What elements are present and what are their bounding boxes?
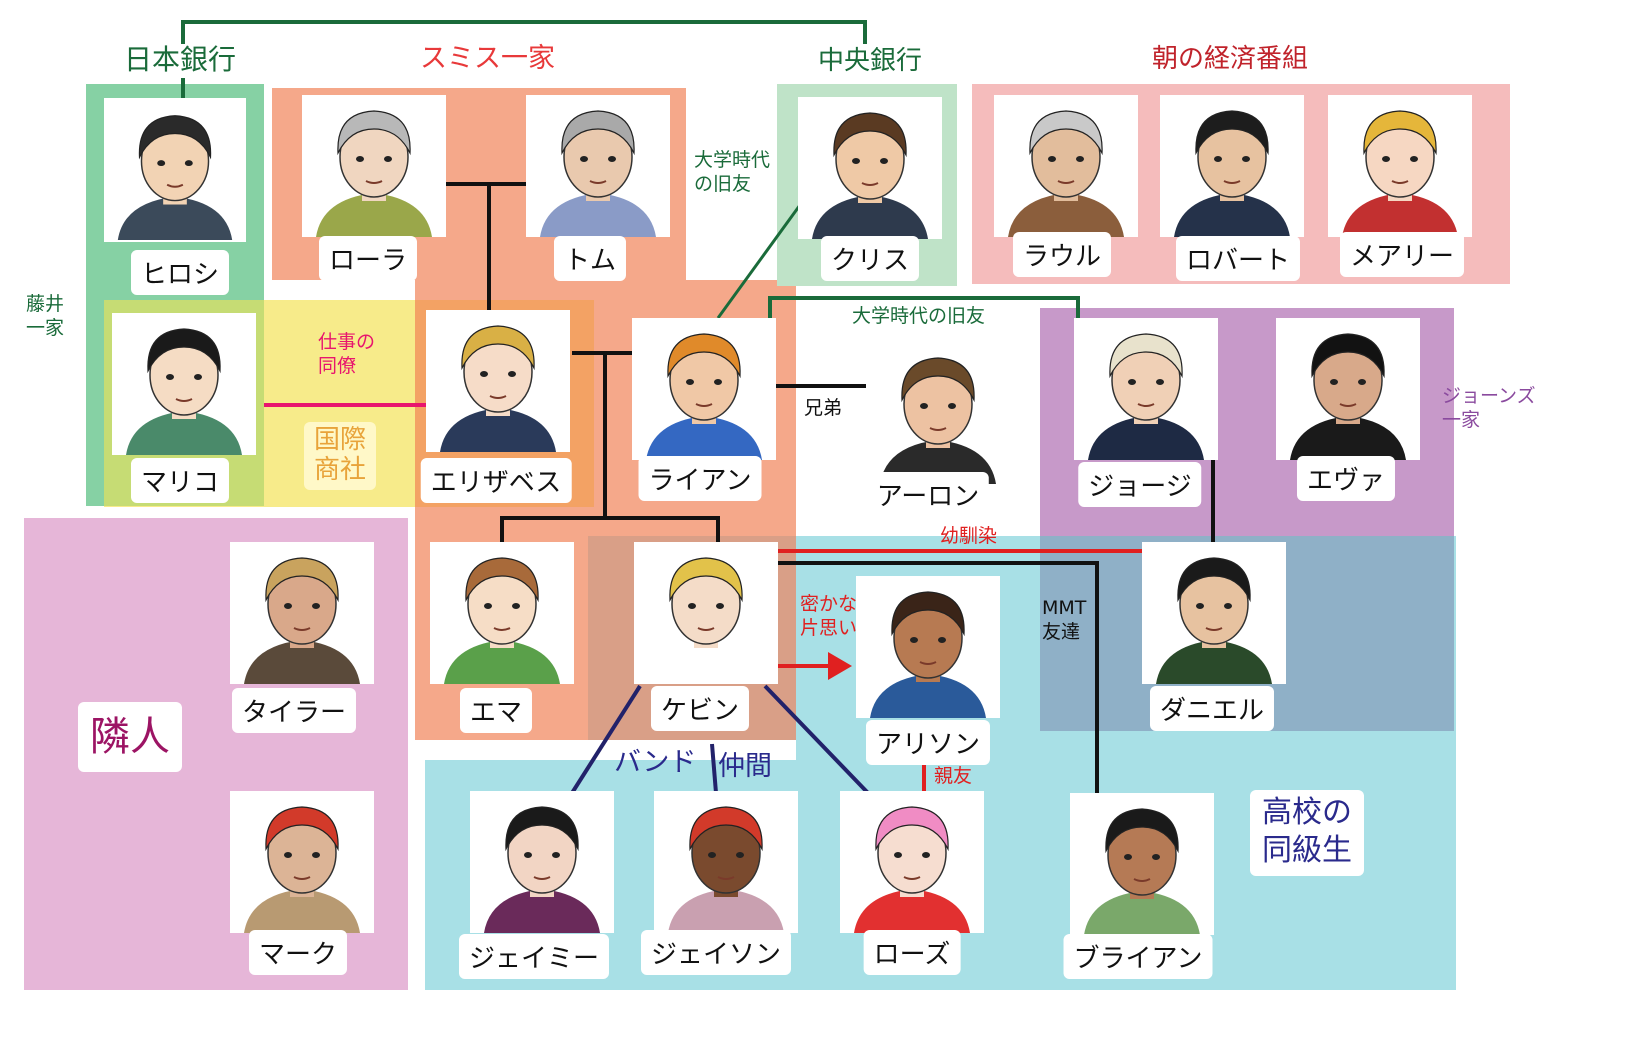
note-mmt-friends: MMT 友達	[1042, 597, 1087, 643]
portrait-ryan	[632, 318, 776, 460]
group-title-band: バンド	[614, 747, 697, 778]
portrait-tyler	[230, 542, 374, 684]
note-work-colleagues: 仕事の 同僚	[318, 331, 376, 377]
portrait-jamie	[470, 791, 614, 933]
note-secret-crush: 密かな 片思い	[800, 593, 858, 639]
name-tyler: タイラー	[231, 688, 357, 733]
name-jamie: ジェイミー	[458, 934, 610, 979]
note-college-friends-2: 大学時代の旧友	[852, 305, 986, 327]
portrait-mary	[1328, 95, 1472, 237]
portrait-rose	[840, 791, 984, 933]
portrait-mark	[230, 791, 374, 933]
note-childhood-friends: 幼馴染	[940, 525, 998, 547]
name-laura: ローラ	[318, 236, 418, 281]
name-rose: ローズ	[863, 930, 961, 975]
name-daniel: ダニエル	[1149, 686, 1275, 731]
name-tom: トム	[553, 236, 627, 281]
group-title-smith-family: スミス一家	[420, 43, 555, 74]
name-eva: エヴァ	[1296, 456, 1396, 501]
note-college-friends-1: 大学時代 の旧友	[694, 149, 771, 195]
name-chris: クリス	[820, 236, 920, 281]
name-mary: メアリー	[1339, 232, 1465, 277]
group-title-chuo-ginko: 中央銀行	[818, 46, 923, 76]
note-best-friends: 親友	[934, 765, 973, 787]
group-title-rinjin: 隣人	[78, 702, 182, 772]
name-robert: ロバート	[1175, 236, 1301, 281]
name-mariko: マリコ	[130, 458, 230, 503]
group-title-fujii-family: 藤井 一家	[26, 293, 65, 339]
name-ryan: ライアン	[638, 456, 762, 501]
name-raul: ラウル	[1012, 232, 1112, 277]
name-aaron: アーロン	[866, 472, 990, 517]
name-elizabeth: エリザベス	[420, 458, 572, 503]
group-title-koko-dokyusei: 高校の 同級生	[1250, 790, 1364, 876]
name-kevin: ケビン	[650, 686, 750, 731]
name-hiroshi: ヒロシ	[130, 250, 230, 295]
name-alison: アリソン	[865, 720, 991, 765]
portrait-daniel	[1142, 542, 1286, 684]
group-title-kokusai-shosha: 国際 商社	[304, 422, 377, 490]
portrait-jason	[654, 791, 798, 933]
portrait-brian	[1070, 793, 1214, 935]
name-emma: エマ	[459, 688, 533, 733]
portrait-mariko	[112, 313, 256, 455]
name-jason: ジェイソン	[640, 930, 792, 975]
name-george: ジョージ	[1078, 462, 1202, 507]
group-title-nihon-ginko: 日本銀行	[124, 43, 237, 76]
portrait-alison	[856, 576, 1000, 718]
group-title-jones-family: ジョーンズ 一家	[1442, 385, 1536, 431]
group-title-asa-keizai: 朝の経済番組	[1152, 44, 1309, 74]
portrait-laura	[302, 95, 446, 237]
portrait-raul	[994, 95, 1138, 237]
name-mark: マーク	[248, 930, 348, 975]
name-brian: ブライアン	[1063, 934, 1213, 979]
portrait-robert	[1160, 95, 1304, 237]
group-title-nakama: 仲間	[718, 751, 772, 782]
note-brothers: 兄弟	[804, 397, 843, 419]
portrait-kevin	[634, 542, 778, 684]
portrait-eva	[1276, 318, 1420, 460]
portrait-george	[1074, 318, 1218, 460]
portrait-aaron	[866, 342, 1010, 484]
portrait-tom	[526, 95, 670, 237]
portrait-emma	[430, 542, 574, 684]
portrait-chris	[798, 97, 942, 239]
portrait-hiroshi	[104, 98, 246, 242]
portrait-elizabeth	[426, 310, 570, 452]
